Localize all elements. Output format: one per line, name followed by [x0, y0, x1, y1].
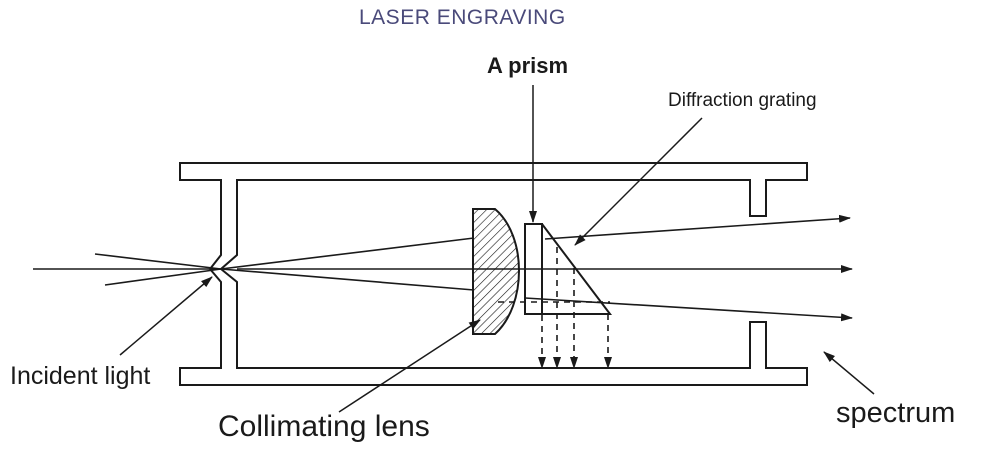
spectrum-pointer	[823, 351, 875, 395]
diagram-title: LASER ENGRAVING	[359, 6, 566, 29]
incident-pointer	[119, 276, 213, 356]
housing-outline	[179, 162, 808, 386]
collimating-lens-label: Collimating lens	[218, 410, 430, 443]
grating-pointer	[574, 117, 703, 246]
lens-pointer	[338, 319, 481, 413]
prism-label: A prism	[487, 53, 569, 78]
diffraction-grating-label: Diffraction grating	[668, 90, 817, 111]
collimating-lens	[472, 208, 520, 335]
spectrum-label: spectrum	[836, 397, 956, 429]
incident-light-label: Incident light	[10, 362, 151, 390]
